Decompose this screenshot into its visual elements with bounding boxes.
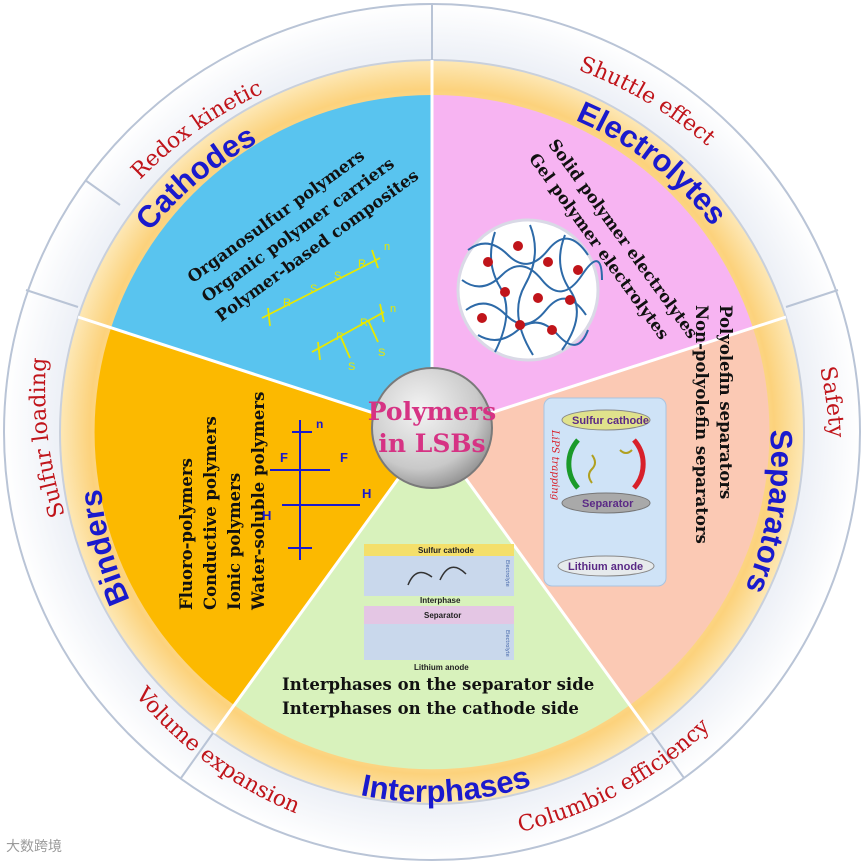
center-circle	[371, 367, 493, 489]
separator-figure-middle: Separator	[582, 498, 634, 510]
cathode-formula	[261, 249, 385, 361]
cathode-formula-s1: S	[310, 283, 317, 295]
electrolyte-polymer-figure	[456, 218, 603, 362]
binders-item-4: Water-soluble polymers	[249, 392, 268, 611]
segment-cathodes	[111, 94, 432, 432]
binder-formula-n: n	[316, 417, 323, 431]
separator-figure: Sulfur cathode Separator Lithium anode L…	[543, 397, 667, 587]
segment-binders	[94, 328, 432, 705]
interphase-figure-side1: Electrolyte	[504, 560, 510, 587]
cathode-formula-s2: S	[334, 270, 341, 282]
separator-figure-top: Sulfur cathode	[572, 415, 649, 427]
binders-item-1: Fluoro-polymers	[177, 458, 196, 610]
watermark-text: 大数跨境	[6, 839, 62, 855]
separators-item-1: Polyolefin separators	[716, 305, 735, 499]
separators-items: Polyolefin separators Non-polyolefin sep…	[692, 305, 735, 544]
cathode-formula-r1: R	[283, 297, 291, 309]
separators-item-2: Non-polyolefin separators	[692, 305, 711, 544]
outer-dividers	[25, 4, 839, 779]
cathode-formula-s3: S	[348, 361, 355, 373]
interphase-figure-top: Sulfur cathode	[418, 546, 475, 555]
binders-item-2: Conductive polymers	[201, 416, 220, 610]
binder-formula	[270, 420, 360, 560]
binder-formula-h1: H	[262, 508, 271, 523]
cathode-formula-r2: R	[358, 258, 366, 270]
cathode-formula-n2: n	[390, 303, 396, 315]
binder-formula-f1: F	[280, 450, 288, 465]
interphase-figure-interphase: Interphase	[420, 596, 461, 605]
binders-items: Fluoro-polymers Conductive polymers Ioni…	[177, 392, 268, 611]
center-line-2: in LSBs	[378, 429, 485, 458]
interphases-item-1: Interphases on the separator side	[282, 675, 594, 694]
cathode-formula-s4: S	[378, 347, 385, 359]
cathode-formula-r3: R	[336, 331, 344, 343]
separator-figure-bottom: Lithium anode	[568, 561, 643, 573]
interphase-figure-separator: Separator	[424, 611, 461, 620]
binder-formula-f2: F	[340, 450, 348, 465]
cathode-formula-r4: R	[360, 317, 368, 329]
segment-interphases	[234, 432, 630, 770]
binders-item-3: Ionic polymers	[225, 473, 244, 610]
separator-figure-side: LiPS trapping	[549, 429, 560, 500]
interphases-item-2: Interphases on the cathode side	[282, 699, 579, 718]
cathode-formula-n1: n	[384, 241, 390, 253]
center-line-1: Polymers	[368, 397, 496, 426]
binder-formula-h2: H	[362, 486, 371, 501]
interphases-figure: Sulfur cathode Interphase Separator Lith…	[364, 544, 514, 672]
interphase-figure-side2: Electrolyte	[504, 630, 510, 657]
interphase-figure-bottom: Lithium anode	[414, 663, 469, 672]
